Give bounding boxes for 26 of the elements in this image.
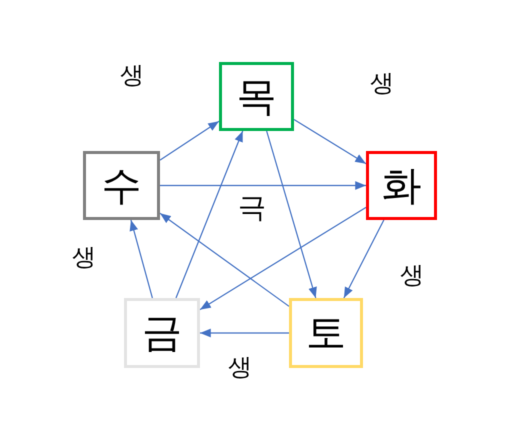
element-box [219, 62, 294, 131]
cycle-label: 생 [228, 356, 252, 380]
arrow [294, 119, 366, 164]
element-label: 목 [236, 76, 276, 116]
arrow [266, 130, 317, 298]
arrow [175, 130, 244, 298]
arrow [343, 220, 384, 298]
element-label: 화 [382, 166, 422, 206]
arrow [130, 220, 153, 298]
element-label: 금 [142, 313, 182, 353]
element-box [366, 151, 437, 220]
element-label: 수 [102, 166, 142, 206]
arrow [160, 181, 366, 190]
cycle-label: 생 [120, 64, 144, 88]
arrow [160, 120, 220, 161]
element-box [124, 298, 200, 368]
cycle-label: 극 [238, 194, 266, 222]
cycle-label: 생 [72, 246, 96, 270]
element-box [83, 151, 160, 220]
cycle-label: 생 [370, 72, 394, 96]
element-box [289, 298, 363, 368]
arrow [200, 328, 289, 338]
cycle-label: 생 [400, 264, 424, 288]
arrow [200, 206, 366, 310]
element-label: 토 [306, 313, 346, 353]
arrow [160, 212, 290, 307]
